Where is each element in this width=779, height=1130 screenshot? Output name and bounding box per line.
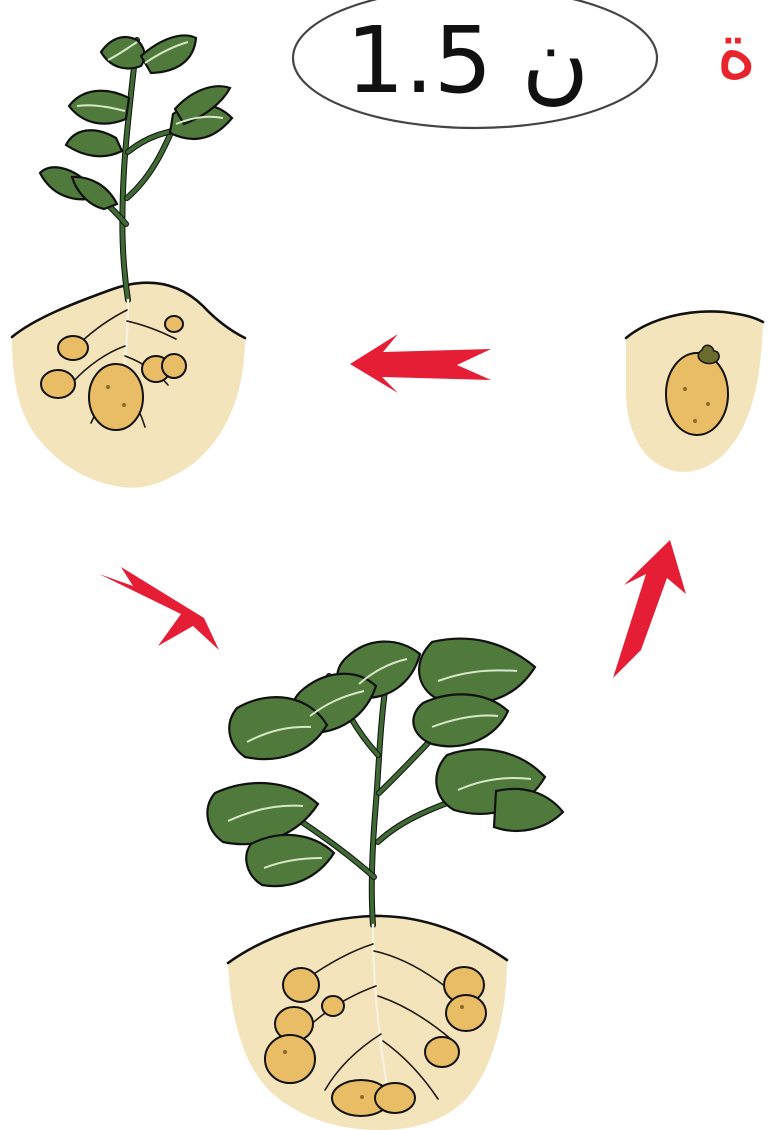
leaf-top-left-2 — [141, 35, 196, 73]
tuber-bottom-9 — [322, 996, 344, 1016]
tuber-eye-bottom-1 — [283, 1050, 287, 1054]
tuber-eye-bottom-3 — [360, 1095, 364, 1099]
red-letter-glyph: ة — [716, 7, 757, 97]
tuber-top-left-1 — [58, 336, 88, 360]
arrow-up-right — [613, 540, 686, 678]
tuber-top-left-3 — [89, 364, 143, 430]
leaf-bottom-7 — [207, 783, 318, 844]
tuber-bottom-6 — [425, 1037, 459, 1067]
tuber-eye-top-left-1 — [106, 385, 110, 389]
arrow-left — [350, 334, 491, 393]
tuber-bottom-1 — [283, 968, 319, 1002]
seed-potato-eye-2 — [706, 402, 710, 406]
seed-potato-tuber — [666, 353, 728, 435]
tuber-top-left-5 — [162, 354, 186, 378]
tuber-bottom-8 — [375, 1083, 415, 1113]
tuber-bottom-3 — [265, 1035, 315, 1083]
seed-potato-eye-3 — [693, 419, 697, 423]
score-text: 1.5 ن — [346, 7, 589, 114]
arrow-down-right — [99, 567, 219, 650]
mature-potato-plant — [207, 639, 563, 1130]
tuber-eye-bottom-2 — [460, 1005, 464, 1009]
seed-potato-stage — [626, 311, 763, 472]
leaf-top-left-6 — [66, 130, 122, 156]
tuber-top-left-6 — [165, 316, 183, 332]
tuber-bottom-5 — [446, 995, 486, 1031]
tuber-top-left-2 — [41, 370, 75, 398]
seed-potato-eye-1 — [683, 387, 687, 391]
header-group: 1.5 ن ة — [293, 0, 757, 128]
leaf-top-left-3 — [69, 91, 129, 124]
leaf-bottom-4 — [413, 694, 508, 746]
young-potato-plant — [12, 35, 245, 487]
leaf-bottom-9 — [494, 789, 563, 831]
tuber-eye-top-left-2 — [122, 403, 126, 407]
leaf-top-left-1 — [101, 37, 144, 68]
